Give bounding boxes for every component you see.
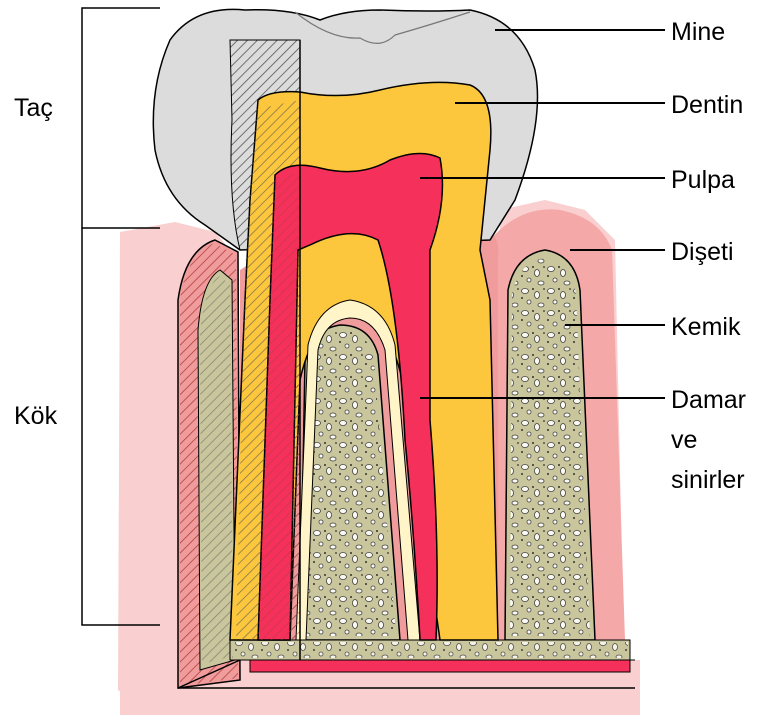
label-pulp: Pulpa (671, 166, 735, 194)
label-crown: Taç (14, 94, 53, 122)
label-vessels-line1: Damar (671, 386, 746, 414)
label-enamel: Mine (671, 18, 725, 46)
label-dentin: Dentin (671, 91, 743, 119)
label-root: Kök (14, 402, 58, 430)
label-bone: Kemik (671, 313, 741, 341)
crown-bracket (82, 8, 160, 228)
vessel-canal (250, 660, 630, 672)
label-vessels-line2: ve (671, 426, 697, 454)
label-gum: Dişeti (671, 238, 734, 266)
label-vessels-line3: sinirler (671, 466, 745, 494)
